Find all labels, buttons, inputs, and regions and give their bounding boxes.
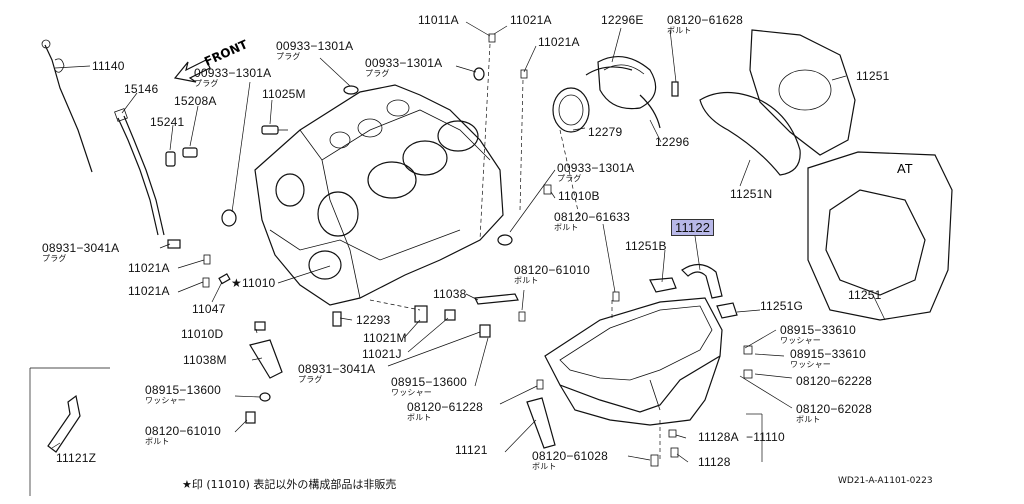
plug-15241-part	[165, 151, 176, 167]
part-label-11021a-top1[interactable]: 11021A	[510, 13, 552, 27]
end-plate-11251-part	[749, 29, 856, 156]
part-label-11025m[interactable]: 11025M	[262, 87, 306, 101]
dipstick-tube-part	[114, 108, 165, 236]
part-label-11011a[interactable]: 11011A	[418, 13, 459, 27]
part-label-11047[interactable]: 11047	[192, 302, 226, 316]
part-label-11021a-left2[interactable]: 11021A	[128, 284, 170, 298]
part-label-11021j[interactable]: 11021J	[362, 347, 402, 361]
part-label-11010b[interactable]: 11010B	[558, 189, 600, 203]
front-arrow-icon	[173, 59, 211, 83]
bracket-11251g-part	[716, 302, 738, 319]
washer-08915-13600-part	[245, 392, 271, 424]
bolt-11038-part	[474, 293, 519, 305]
dipstick-part	[41, 39, 93, 173]
gasket-12296-part	[585, 66, 661, 129]
oil-pan-part	[544, 297, 723, 426]
plug-15208a-part	[182, 147, 198, 158]
footnote: ★印 (11010) 表記以外の構成部品は非販売	[182, 478, 397, 491]
part-label-12296[interactable]: 12296	[655, 135, 690, 149]
bolt-08931-left-part	[167, 239, 181, 249]
dashed-guide-lines	[369, 43, 661, 460]
at-label: AT	[897, 161, 913, 176]
pan-bolts	[518, 291, 753, 467]
part-label-11251n[interactable]: 11251N	[730, 187, 773, 201]
bracket-11038m-part	[249, 339, 283, 379]
reference-code: WD21-A-A1101-0223	[838, 476, 933, 486]
part-label-11038m[interactable]: 11038M	[183, 353, 227, 367]
dowel-11021a-parts	[202, 33, 552, 288]
part-label-11128a[interactable]: 11128A	[698, 430, 739, 444]
cylinder-block-part	[254, 84, 504, 306]
bolt-11021m-part	[414, 305, 428, 323]
baffle-11121-part	[526, 397, 556, 449]
part-label-11122-highlighted[interactable]: 11122	[671, 219, 715, 236]
part-label-11021m[interactable]: 11021M	[363, 331, 407, 345]
seal-retainer-part	[597, 55, 657, 110]
end-plate-11251n-part	[699, 91, 801, 176]
part-label-12279[interactable]: 12279	[588, 125, 623, 139]
part-label-11121z[interactable]: 11121Z	[56, 451, 97, 465]
part-label-12293[interactable]: 12293	[356, 313, 391, 327]
rear-oil-seal-part	[552, 87, 590, 133]
part-label-11251-at[interactable]: 11251	[848, 288, 882, 302]
sealant-tube-11121z-part	[47, 394, 81, 453]
part-label-11110[interactable]: −11110	[746, 430, 785, 444]
part-label-12296e[interactable]: 12296E	[601, 13, 644, 27]
plug-block-part-4	[497, 234, 513, 246]
part-label-11038[interactable]: 11038	[433, 287, 467, 301]
part-label-11128[interactable]: 11128	[698, 455, 731, 469]
bolt-12293-part	[332, 311, 342, 327]
part-label-11010[interactable]: ★11010	[231, 276, 276, 290]
part-label-08120-62228[interactable]: 08120−62228	[796, 374, 872, 388]
bolt-11025m-part	[261, 125, 288, 135]
part-label-11251b[interactable]: 11251B	[625, 239, 667, 253]
part-label-11251g[interactable]: 11251G	[760, 299, 804, 313]
bracket-11251b-part	[649, 277, 677, 293]
plug-08931-mid-part	[479, 324, 491, 338]
plug-block-part-1	[343, 85, 359, 95]
plug-block-part-2	[473, 67, 485, 81]
part-label-15146[interactable]: 15146	[124, 82, 159, 96]
leader-lines	[29, 21, 886, 496]
plug-block-part-3	[221, 209, 237, 227]
part-label-11121[interactable]: 11121	[455, 443, 488, 457]
oil-strainer-11122-part	[681, 263, 723, 299]
at-box	[807, 151, 953, 321]
dowel-11010d-part	[254, 321, 266, 331]
part-label-11140[interactable]: 11140	[92, 59, 125, 73]
part-label-15241[interactable]: 15241	[150, 115, 185, 129]
bolt-11021j-part	[444, 309, 456, 321]
part-label-11251-top[interactable]: 11251	[856, 69, 890, 83]
part-label-11021a-left1[interactable]: 11021A	[128, 261, 170, 275]
part-label-11021a-top2[interactable]: 11021A	[538, 35, 580, 49]
bolt-11047-part	[218, 273, 231, 285]
part-label-15208a[interactable]: 15208A	[174, 94, 217, 108]
part-label-11010d[interactable]: 11010D	[181, 327, 224, 341]
bolt-08120-61628-part	[671, 81, 679, 97]
